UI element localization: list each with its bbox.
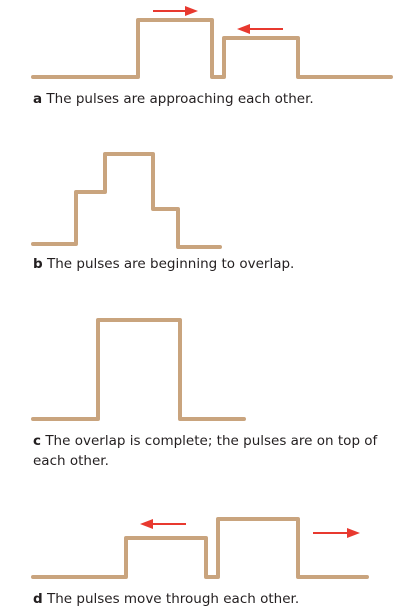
panel-a: a The pulses are approaching each other. bbox=[0, 0, 403, 120]
arrow-right-icon bbox=[313, 528, 360, 538]
caption-letter: b bbox=[33, 256, 43, 272]
panel-c: c The overlap is complete; the pulses ar… bbox=[31, 318, 378, 471]
arrow-left-icon bbox=[237, 24, 283, 34]
arrow-left-icon bbox=[140, 519, 186, 529]
caption-letter: c bbox=[33, 433, 42, 449]
panel-b-diagram bbox=[31, 152, 222, 249]
caption-b: b The pulses are beginning to overlap. bbox=[33, 254, 388, 274]
panel-b: b The pulses are beginning to overlap. bbox=[0, 0, 403, 290]
caption-letter: d bbox=[33, 591, 43, 607]
caption-d: d The pulses move through each other. bbox=[33, 589, 388, 609]
pulse-wave-d bbox=[31, 517, 369, 579]
caption-text: The overlap is complete; the pulses are … bbox=[33, 433, 378, 469]
caption-text: The pulses are approaching each other. bbox=[46, 91, 314, 107]
caption-c: c The overlap is complete; the pulses ar… bbox=[33, 431, 378, 471]
caption-text: The pulses move through each other. bbox=[46, 591, 300, 607]
panel-d-diagram bbox=[31, 517, 369, 579]
caption-letter: a bbox=[33, 91, 43, 107]
panel-a-diagram bbox=[31, 6, 393, 79]
caption-a: a The pulses are approaching each other. bbox=[33, 89, 388, 109]
panel-c-diagram bbox=[31, 318, 246, 421]
pulse-wave-a bbox=[31, 18, 393, 79]
arrow-right-icon bbox=[153, 6, 198, 16]
pulse-wave-b bbox=[31, 152, 222, 249]
caption-text: The pulses are beginning to overlap. bbox=[46, 256, 295, 272]
pulse-wave-c bbox=[31, 318, 246, 421]
